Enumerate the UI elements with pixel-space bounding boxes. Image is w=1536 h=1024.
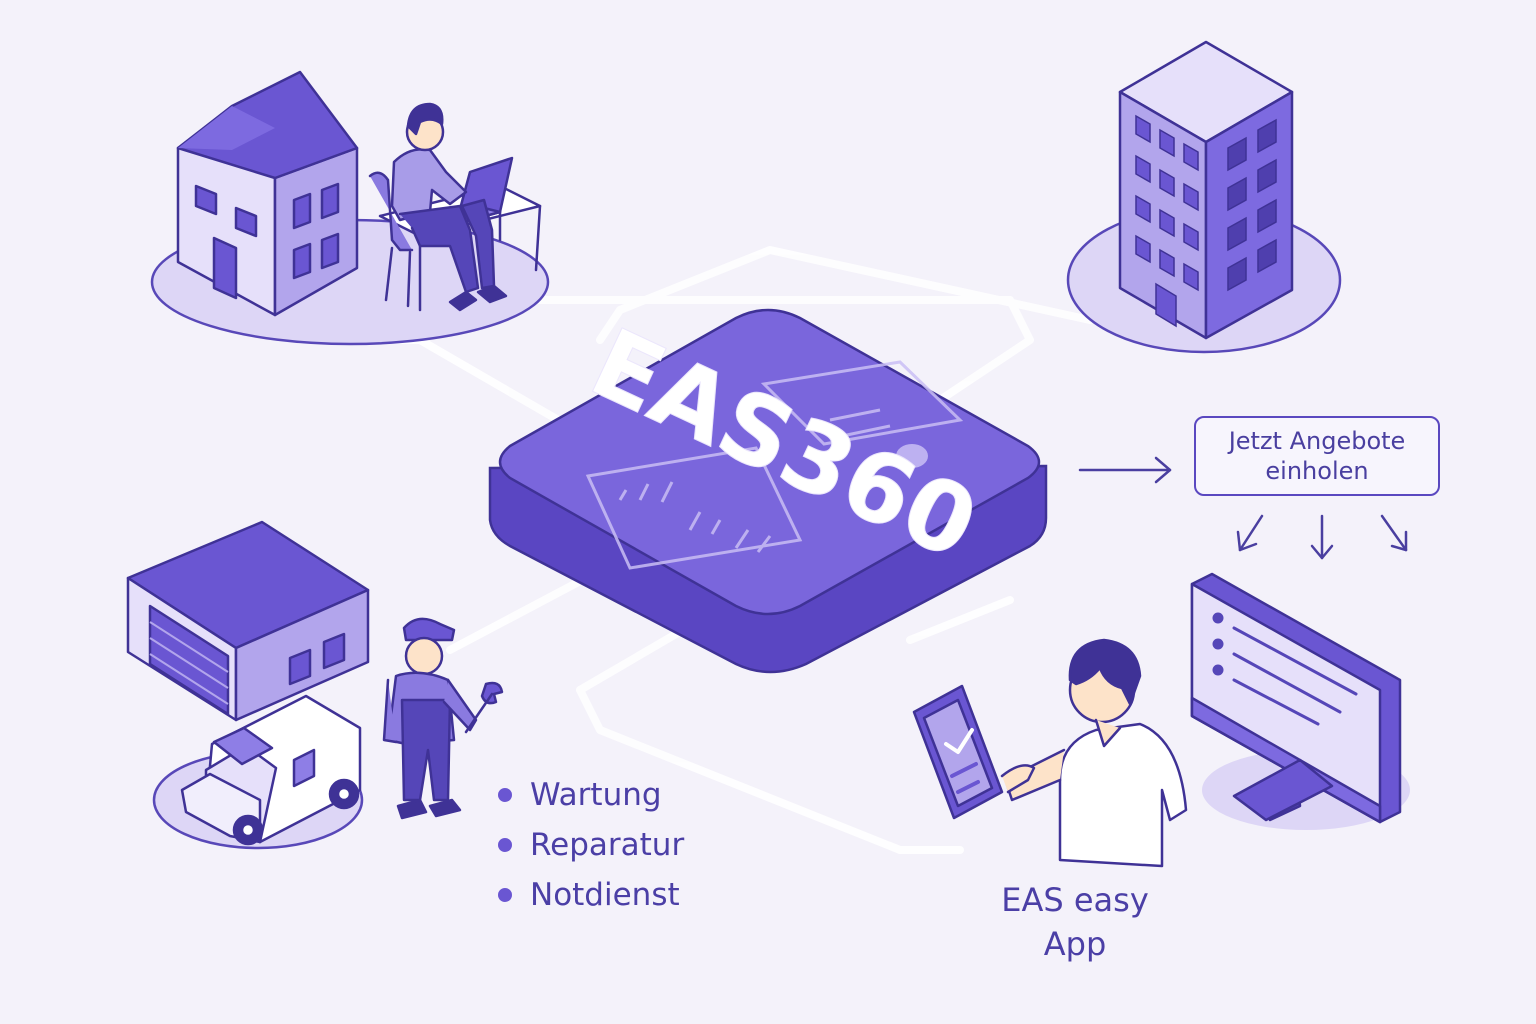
garage-icon [126,520,370,722]
app-label-line-2: App [1043,925,1107,963]
monitor-list-lines [1212,612,1358,726]
monitor-group [1190,572,1410,830]
bullet-icon [498,888,512,902]
service-item-notdienst: Notdienst [498,870,684,920]
phone-icon [912,684,1004,820]
monitor-icon [1190,572,1402,824]
cta-arrows [1078,456,1408,560]
bullet-icon [498,788,512,802]
app-label: EAS easy App [975,878,1175,966]
service-label: Notdienst [530,877,680,913]
van-icon [180,694,362,846]
house-icon [176,70,359,317]
cta-line-2: einholen [1265,457,1369,485]
office-tower-icon [1118,40,1294,340]
check-icon [944,728,974,754]
service-group [126,520,504,850]
service-item-reparatur: Reparatur [498,820,684,870]
cta-get-offers-button[interactable]: Jetzt Angebote einholen [1194,416,1440,496]
tower-windows [1135,114,1277,328]
hub-dashboard-decor [585,360,964,570]
app-label-line-1: EAS easy [1001,881,1149,919]
service-label: Reparatur [530,827,685,863]
service-item-wartung: Wartung [498,770,684,820]
wrench-icon [464,681,504,734]
hub-top [498,308,1041,616]
cta-line-1: Jetzt Angebote [1228,427,1406,455]
app-user-icon [912,638,1188,868]
house-office-group [150,70,550,346]
hub-pie-icon [896,444,928,468]
office-building-group [1066,40,1342,354]
bullet-icon [498,838,512,852]
office-worker-icon [368,102,542,312]
service-list: Wartung Reparatur Notdienst [498,770,684,920]
technician-icon [382,617,504,820]
service-label: Wartung [530,777,662,813]
